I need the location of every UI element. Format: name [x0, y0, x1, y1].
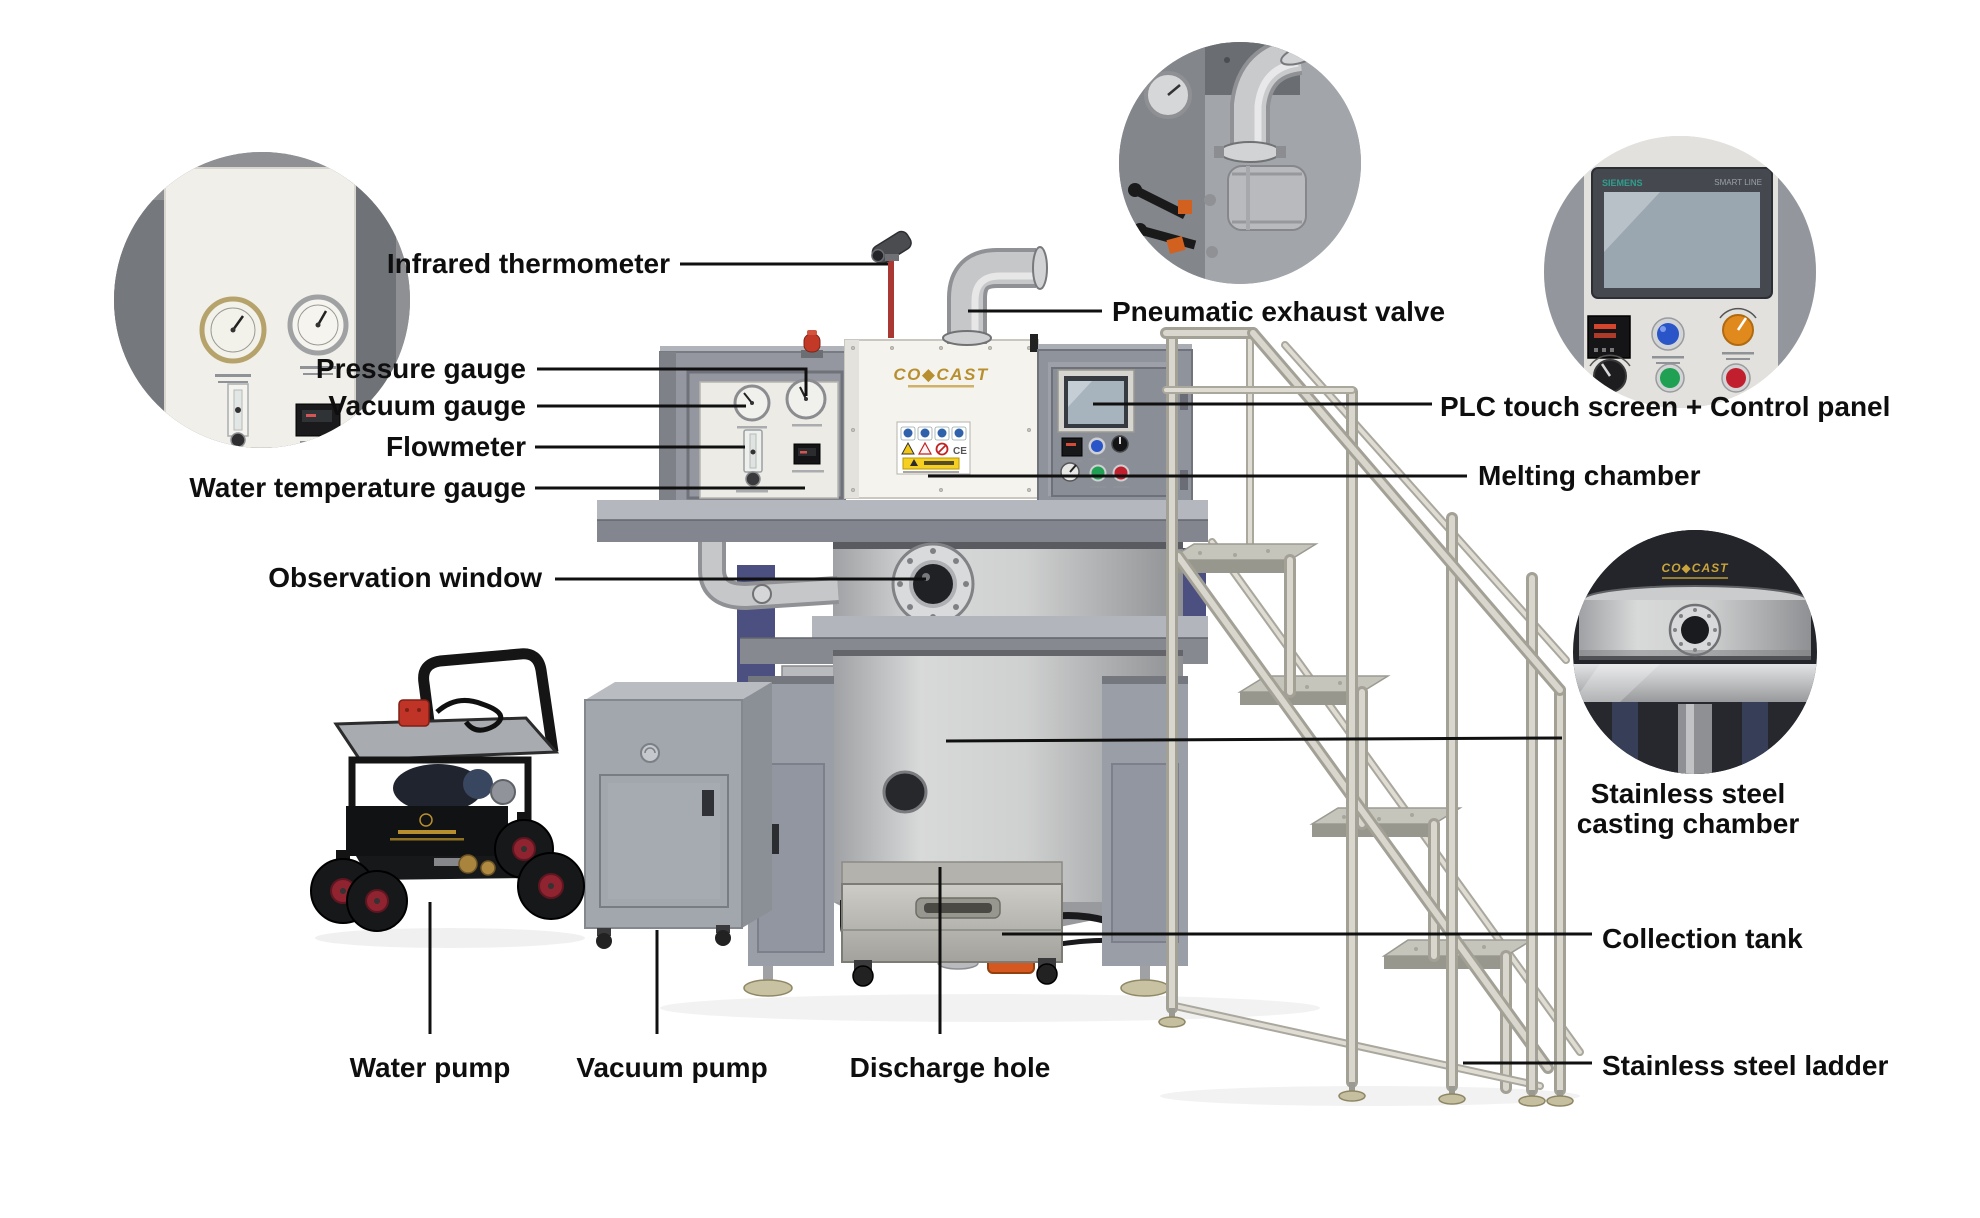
floor-shadows: [315, 928, 1580, 1106]
ladder: [1158, 327, 1584, 1107]
alarm-beacon: [801, 330, 823, 358]
limit-switch: [1030, 334, 1038, 352]
pump-motor: [393, 764, 483, 812]
inset-casting-chamber-photo: CO◆CAST: [1573, 530, 1817, 774]
ce-mark: CE: [953, 446, 967, 457]
cart-deck: [333, 716, 560, 762]
power-plug: [398, 699, 430, 727]
plc-screen-inset: SIEMENS SMART LINE: [1591, 167, 1773, 299]
label-discharge-hole: Discharge hole: [849, 1052, 1051, 1083]
plc-screen: [1057, 369, 1135, 433]
inset-exhaust-valve-photo: [1119, 42, 1361, 284]
leader-lines: [428, 262, 1592, 1065]
vacuum-gauge: [733, 384, 771, 422]
inset-gauge-panel-photo: [114, 152, 410, 448]
label-stainless-steel-ladder: Stainless steel ladder: [1602, 1050, 1889, 1081]
brand-logo: CO◆CAST: [893, 365, 988, 384]
siemens-brand-text: SIEMENS: [1602, 178, 1643, 188]
label-plc-touch-screen: PLC touch screen + Control panel: [1440, 391, 1891, 422]
label-stainless-steel-casting-chamber: Stainless steel casting chamber: [1576, 778, 1800, 839]
label-vacuum-gauge: Vacuum gauge: [328, 390, 526, 421]
power-cable: [435, 697, 504, 733]
infrared-thermometer: [871, 230, 912, 338]
label-observation-window: Observation window: [268, 562, 542, 593]
cart-wheels: [310, 812, 585, 932]
vacuum-pump: [584, 682, 772, 949]
smart-line-text: SMART LINE: [1714, 178, 1762, 187]
label-water-temperature-gauge: Water temperature gauge: [189, 472, 526, 503]
gauge-cabinet: [659, 346, 846, 503]
melting-chamber-panel: CO◆CAST CE: [844, 334, 1039, 499]
label-water-pump: Water pump: [349, 1052, 511, 1083]
inset-buttons: [1587, 307, 1757, 393]
ladder-feet: [1158, 1008, 1574, 1107]
cart-handle: [418, 648, 559, 753]
water-pump: [310, 648, 585, 932]
label-infrared-thermometer: Infrared thermometer: [386, 248, 670, 279]
tank-casters: [852, 958, 1058, 987]
label-pneumatic-exhaust-valve: Pneumatic exhaust valve: [1112, 296, 1446, 327]
water-temperature-gauge: [793, 443, 821, 465]
collection-tank: [841, 861, 1063, 987]
inlet-pipe: [698, 542, 839, 611]
observation-window: [891, 542, 975, 626]
flowmeter: [743, 429, 763, 487]
exhaust-pipe: [942, 246, 1048, 346]
label-flowmeter: Flowmeter: [385, 431, 526, 462]
warning-sticker: CE: [896, 421, 971, 475]
label-pressure-gauge: Pressure gauge: [315, 353, 526, 384]
label-vacuum-pump: Vacuum pump: [576, 1052, 768, 1083]
label-collection-tank: Collection tank: [1602, 923, 1803, 954]
main-shelf: [597, 500, 1208, 542]
panel-screws: [850, 345, 1032, 493]
label-melting-chamber: Melting chamber: [1478, 460, 1701, 491]
inset-plc-panel-photo: SIEMENS SMART LINE: [1544, 136, 1816, 408]
inset-brand-logo: CO◆CAST: [1662, 561, 1730, 575]
leader-pressure-gauge: [537, 367, 808, 396]
leader-casting-chamber: [945, 736, 1563, 743]
